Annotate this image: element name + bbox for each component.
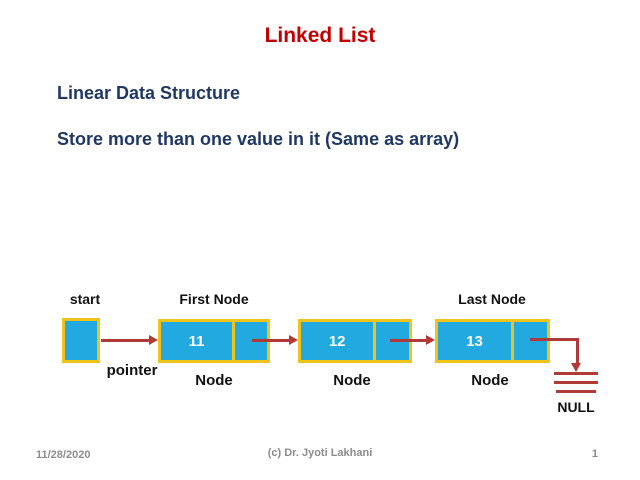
slide-title: Linked List [264, 24, 376, 47]
first-node-label: First Node [179, 291, 249, 307]
node-data-cell: 13 [466, 332, 483, 350]
linked-list-node-1: 11 [158, 319, 270, 363]
ground-symbol-line [554, 372, 598, 375]
node-data-cell: 12 [328, 332, 346, 350]
null-label: NULL [557, 399, 595, 415]
footer-page-number: 1 [591, 448, 598, 460]
pointer-arrow-node2-to-node3 [390, 334, 435, 346]
pointer-arrow-node1-to-node2 [252, 334, 298, 346]
node-divider [373, 322, 377, 360]
ground-symbol-line [554, 381, 598, 384]
down-arrow-head-icon [571, 363, 581, 372]
ground-symbol-line [556, 390, 596, 393]
node-caption-2: Node [333, 372, 371, 389]
start-pointer-box [62, 318, 100, 363]
pointer-label: pointer [106, 362, 158, 379]
arrow-line [390, 338, 426, 342]
node-divider [232, 322, 236, 360]
pointer-arrow-start-to-node1 [101, 334, 158, 346]
node-caption-1: Node [195, 372, 233, 389]
linked-list-node-3: 13 [435, 319, 550, 363]
footer-credit: (c) Dr. Jyoti Lakhani [267, 447, 373, 459]
last-node-label: Last Node [458, 291, 526, 307]
node-divider [511, 322, 515, 360]
arrow-line [252, 338, 289, 342]
arrow-head-icon [149, 335, 158, 345]
bullet-linear-data-structure: Linear Data Structure [57, 83, 241, 103]
node-caption-3: Node [471, 372, 509, 389]
bullet-store-values: Store more than one value in it (Same as… [57, 129, 460, 149]
node-data-cell: 11 [188, 332, 205, 350]
null-arrow-horizontal-line [530, 338, 579, 341]
null-arrow-vertical-line [576, 338, 579, 364]
arrow-head-icon [289, 335, 298, 345]
arrow-line [101, 338, 149, 342]
footer-date: 11/28/2020 [36, 449, 91, 461]
start-label: start [69, 291, 101, 307]
node-pointer-cell [514, 322, 547, 360]
arrow-head-icon [426, 335, 435, 345]
